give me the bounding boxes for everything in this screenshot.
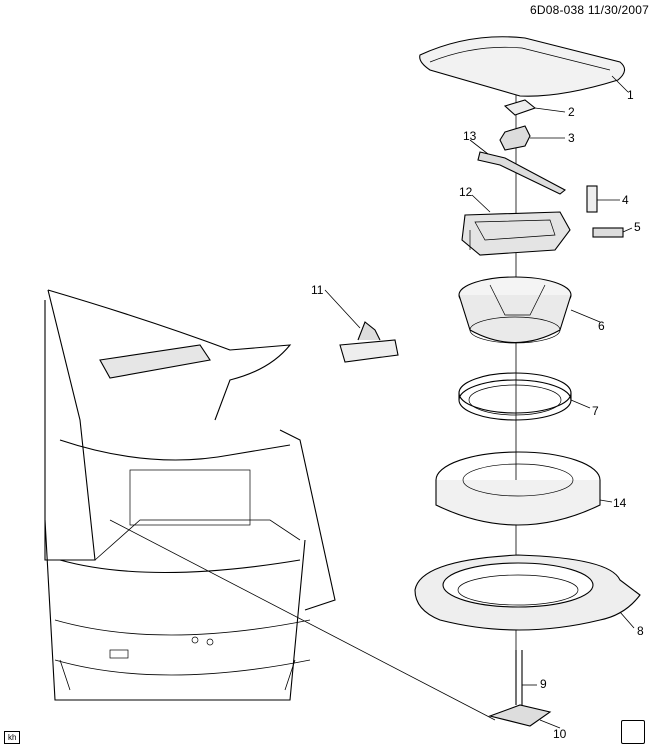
callout-11: 11: [311, 283, 324, 297]
part-2-retainer: [503, 99, 566, 116]
drawing-date: 11/30/2007: [587, 3, 649, 17]
part-9-bolt: [515, 650, 537, 705]
callout-4: 4: [622, 193, 629, 207]
callout-3: 3: [568, 131, 575, 145]
drawing-id: 6D08-038: [529, 3, 585, 17]
callout-1: 1: [627, 88, 634, 102]
callout-7: 7: [592, 404, 599, 418]
callout-12: 12: [459, 185, 473, 199]
callout-9: 9: [540, 677, 547, 691]
location-leader-line: [109, 519, 496, 721]
manual-book-icon: [621, 720, 645, 744]
part-4-label: [586, 185, 620, 213]
part-8-tray: [414, 554, 641, 631]
callout-14: 14: [613, 496, 627, 510]
part-6-spare-tire-container: [458, 276, 601, 344]
part-14-tire: [435, 451, 613, 526]
part-5-wrench: [592, 227, 633, 238]
author-mark: kh: [4, 731, 21, 744]
part-10-plate: [488, 704, 561, 729]
part-12-jack: [461, 194, 571, 256]
part-13-jack-handle: [469, 139, 566, 195]
callout-6: 6: [598, 319, 605, 333]
part-11-clip: [324, 289, 399, 363]
drawing-header: 6D08-038 11/30/2007: [530, 3, 649, 17]
callout-5: 5: [634, 220, 641, 234]
vehicle-rear-view: [44, 289, 336, 701]
part-3-bracket: [499, 125, 565, 151]
callout-2: 2: [568, 105, 575, 119]
part-7-wheel: [458, 372, 591, 421]
callout-10: 10: [553, 727, 567, 741]
callout-13: 13: [463, 129, 477, 143]
part-1-floor-panel: [419, 36, 629, 97]
callout-8: 8: [637, 624, 644, 638]
